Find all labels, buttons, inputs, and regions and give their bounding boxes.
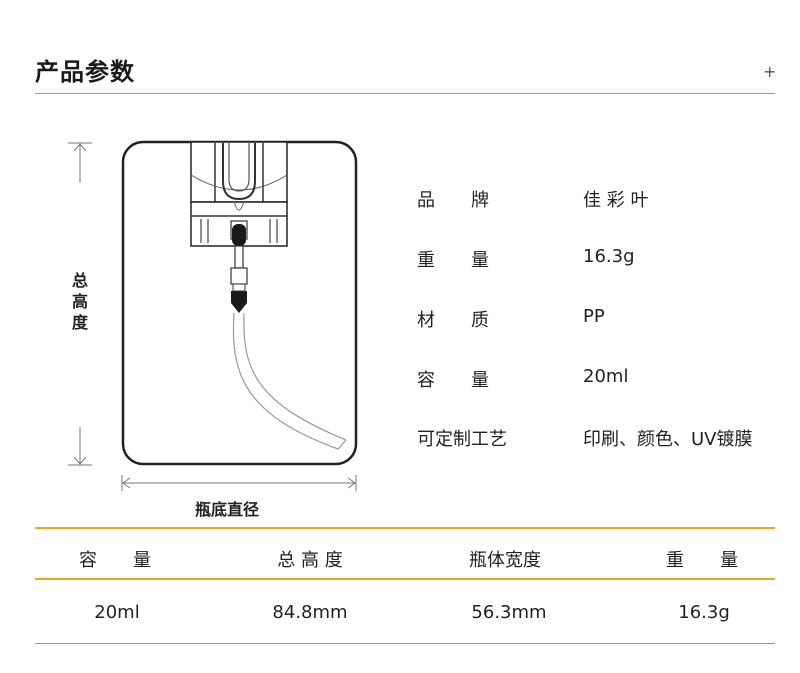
table-cell: 56.3mm	[471, 602, 547, 623]
spec-label: 可定制工艺	[417, 429, 507, 450]
height-dimension-arrow	[68, 142, 92, 466]
spec-value: 佳 彩 叶	[583, 190, 649, 211]
table-header-cell: 重 量	[666, 550, 738, 571]
spec-value: PP	[583, 306, 605, 327]
table-header-cell: 瓶体宽度	[469, 550, 541, 571]
spec-value: 16.3g	[583, 246, 635, 267]
bottle-diagram	[68, 140, 358, 491]
table-cell: 16.3g	[678, 602, 730, 623]
page-title: 产品参数	[35, 58, 135, 86]
table-cell: 84.8mm	[272, 602, 348, 623]
width-label: 瓶底直径	[195, 500, 260, 519]
spec-value: 20ml	[583, 366, 629, 387]
dip-tube	[232, 312, 347, 450]
spec-label: 品 牌	[417, 190, 489, 211]
spec-customization: 可定制工艺 印刷、颜色、UV镀膜	[417, 425, 777, 450]
spec-label: 重 量	[417, 250, 489, 271]
spec-label: 材 质	[417, 310, 489, 331]
title-divider	[35, 93, 775, 94]
expand-icon[interactable]: +	[763, 62, 777, 81]
pump-stem	[230, 224, 248, 313]
spec-capacity: 容 量 20ml	[417, 366, 777, 391]
table-top-divider	[35, 527, 775, 529]
spec-value: 印刷、颜色、UV镀膜	[583, 429, 753, 450]
table-header-divider	[35, 578, 775, 580]
table-header-cell: 容 量	[79, 550, 151, 571]
spec-material: 材 质 PP	[417, 306, 777, 331]
spec-label: 容 量	[417, 370, 489, 391]
height-label: 总 高 度	[68, 270, 92, 333]
spec-weight: 重 量 16.3g	[417, 246, 777, 271]
spec-brand: 品 牌 佳 彩 叶	[417, 186, 777, 211]
table-bottom-divider	[35, 643, 775, 644]
height-label-text: 总 高 度	[71, 271, 88, 332]
table-cell: 20ml	[94, 602, 140, 623]
width-dimension-arrow	[121, 475, 357, 491]
table-header-cell: 总 高 度	[277, 550, 343, 571]
